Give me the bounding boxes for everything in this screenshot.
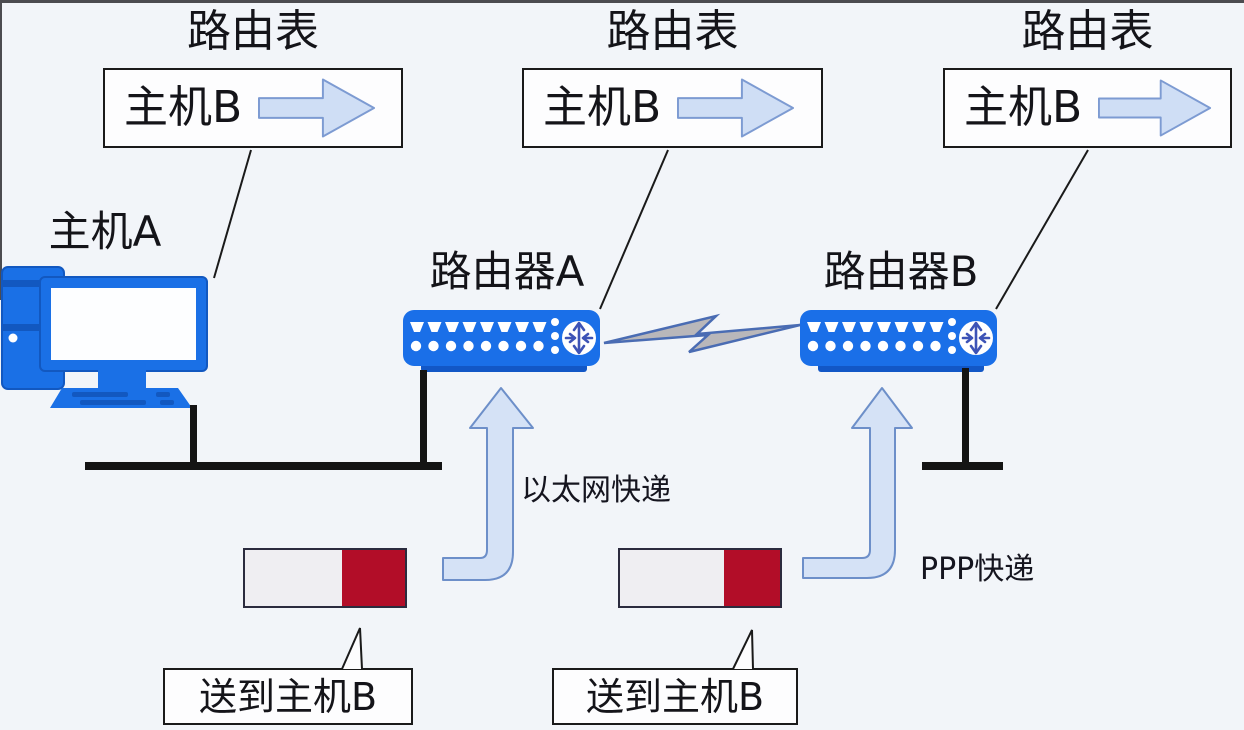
- rt2-connector-line: [599, 149, 669, 310]
- ethernet-delivery-label: 以太网快递: [521, 473, 671, 508]
- packet-payload: [620, 550, 724, 606]
- host-a-drop-line: [190, 405, 197, 463]
- callout-1-tail: [341, 627, 363, 670]
- callout-text: 送到主机B: [198, 674, 378, 719]
- packet-payload: [245, 550, 342, 606]
- rt3-connector-line: [995, 149, 1089, 310]
- routing-entry-destination: 主机B: [124, 82, 243, 133]
- router-b-drop-line: [962, 368, 969, 465]
- frame-edge-top: [0, 0, 1244, 3]
- packet-callout-2: 送到主机B: [552, 668, 798, 725]
- network-segment-stub: [922, 462, 1003, 470]
- ppp-delivery-arrow-icon: [802, 387, 913, 579]
- router-a-label: 路由器A: [429, 247, 585, 296]
- ethernet-bus: [85, 462, 442, 470]
- router-b-label: 路由器B: [823, 247, 979, 296]
- routing-entry-destination: 主机B: [964, 82, 1083, 133]
- right-block-arrow-icon: [258, 78, 376, 138]
- routing-table-title-1: 路由表: [187, 6, 319, 57]
- desktop-computer-icon: [1, 266, 208, 408]
- packet-header: [342, 550, 405, 606]
- packet-callout-1: 送到主机B: [163, 668, 413, 725]
- right-block-arrow-icon: [1098, 79, 1212, 137]
- ppp-delivery-label: PPP快递: [920, 552, 1035, 587]
- host-a-label: 主机A: [48, 207, 162, 256]
- ethernet-delivery-arrow-icon: [442, 387, 534, 581]
- frame-packet-1: [243, 548, 407, 608]
- routing-table-box-2: 主机B: [522, 68, 823, 148]
- routing-table-box-1: 主机B: [103, 68, 403, 148]
- routing-table-title-3: 路由表: [1021, 6, 1154, 57]
- lightning-bolt-icon: [603, 313, 801, 354]
- callout-text: 送到主机B: [585, 674, 765, 719]
- frame-edge-left: [0, 0, 2, 300]
- frame-packet-2: [618, 548, 782, 608]
- routing-entry-destination: 主机B: [543, 82, 662, 133]
- callout-2-tail: [732, 629, 754, 670]
- packet-header: [724, 550, 780, 606]
- router-a-drop-line: [420, 370, 427, 463]
- router-icon: [800, 310, 997, 372]
- routing-table-title-2: 路由表: [606, 6, 739, 57]
- routing-table-box-3: 主机B: [943, 68, 1232, 148]
- rt1-connector-line: [213, 149, 252, 279]
- router-icon: [403, 310, 600, 372]
- right-block-arrow-icon: [677, 78, 795, 138]
